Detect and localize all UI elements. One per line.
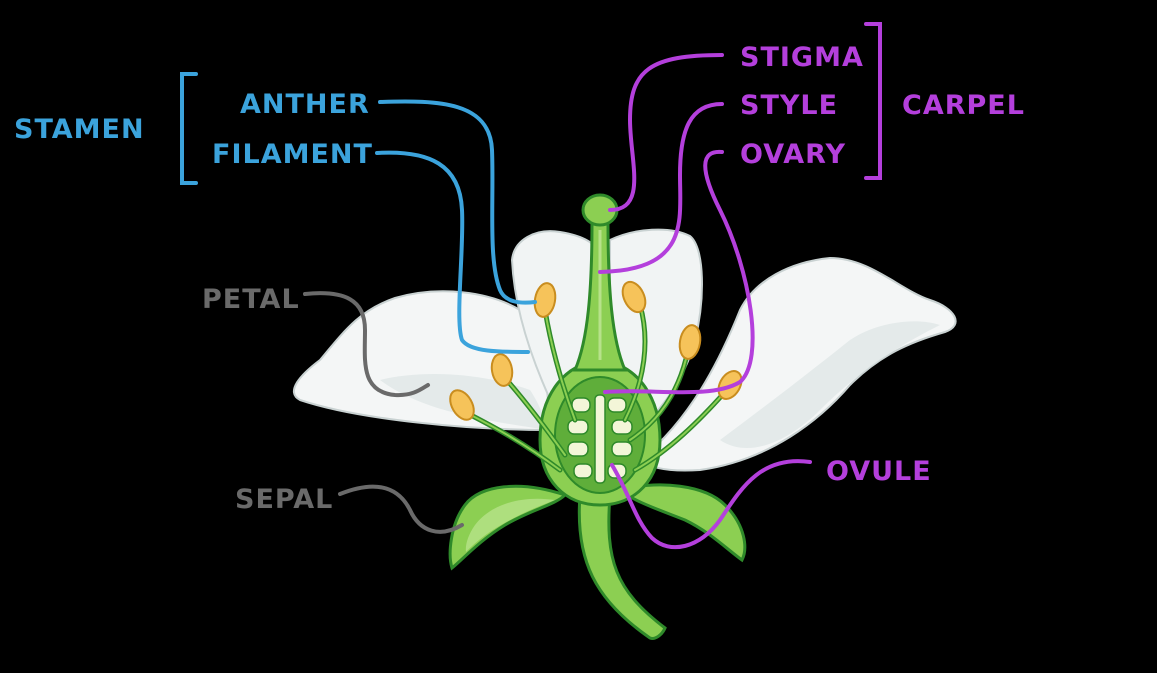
anther [621, 280, 647, 314]
ovules [567, 394, 633, 484]
ovule [571, 397, 591, 413]
filament-leader [375, 150, 530, 354]
filament-label: FILAMENT [212, 139, 373, 170]
filament-line [624, 304, 646, 421]
carpel-label: CARPEL [902, 90, 1025, 121]
ovary-label: OVARY [740, 139, 846, 170]
sepal-left [448, 484, 568, 571]
style-leader [598, 102, 724, 274]
ovule-label: OVULE [826, 456, 932, 487]
stamen-label: STAMEN [14, 114, 145, 145]
sepal-label: SEPAL [235, 484, 333, 515]
sepal-right [616, 483, 747, 563]
ovule [567, 419, 589, 435]
filament-line [634, 391, 726, 471]
ovule [573, 463, 593, 479]
petal-right [638, 256, 957, 472]
ovule-leader [610, 459, 812, 550]
stamen-bracket [180, 72, 198, 185]
style-label: STYLE [740, 90, 838, 121]
ovary [538, 358, 662, 507]
anther [490, 353, 514, 387]
sepal-leader [338, 484, 464, 534]
stamens [449, 280, 743, 473]
leader-lines [180, 22, 882, 550]
ovule [611, 441, 633, 457]
carpel-bracket [864, 22, 882, 180]
ovary-septum [594, 394, 606, 484]
anther-leader [378, 99, 537, 305]
stigma-label: STIGMA [740, 42, 864, 73]
stem [577, 493, 667, 640]
petal-label: PETAL [202, 284, 300, 315]
sepals [448, 483, 747, 571]
anther [533, 282, 557, 318]
anther-label: ANTHER [240, 89, 370, 120]
ovary-leader [603, 149, 755, 395]
anther [678, 324, 702, 360]
stigma-leader [608, 53, 724, 212]
filament-line [629, 349, 689, 441]
sepal-left-inner [465, 498, 555, 552]
filament-line [544, 309, 576, 421]
anther [449, 389, 475, 421]
petal-leader [303, 291, 430, 398]
ovule [607, 397, 627, 413]
petal-right-shade [720, 321, 940, 449]
ovule [611, 419, 633, 435]
ovule [567, 441, 589, 457]
